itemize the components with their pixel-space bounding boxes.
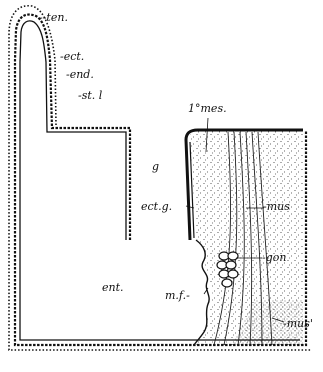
label-1st-mesentery: 1°mes. <box>188 103 227 114</box>
label-st-l: -st. l <box>78 90 102 101</box>
label-ect: -ect. <box>60 51 84 62</box>
label-m-f: m.f.- <box>165 290 190 301</box>
label-mus: -mus <box>263 201 290 212</box>
label-g: g <box>152 161 159 172</box>
label-ect-g: ect.g. <box>141 201 172 212</box>
label-mus-prime: -mus' <box>283 318 313 329</box>
label-ent: ent. <box>102 282 124 293</box>
label-ten: --ten. <box>39 12 68 23</box>
label-gon: -gon <box>262 252 286 263</box>
label-end: -end. <box>66 69 94 80</box>
